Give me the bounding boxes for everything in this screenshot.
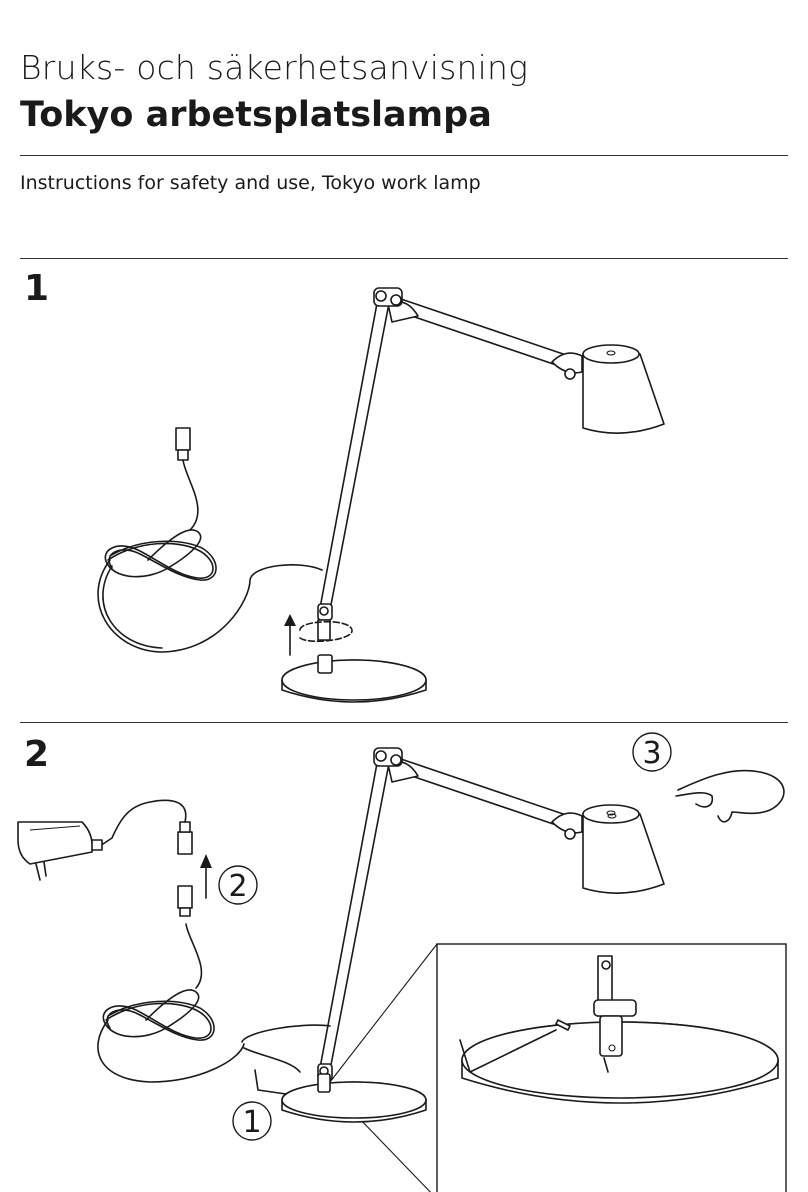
step-2-divider	[20, 722, 788, 723]
rotate-arrow-icon	[299, 620, 353, 643]
callout-2: 2	[218, 865, 258, 905]
callout-3: 3	[632, 732, 672, 772]
step-1-illustration	[97, 287, 665, 703]
cord-plug-icon	[175, 427, 191, 451]
allen-key	[459, 1029, 557, 1073]
step-2-illustration	[17, 747, 787, 1192]
callout-1: 1	[232, 1101, 272, 1141]
power-adapter-icon	[17, 821, 94, 865]
hand-icon	[675, 769, 785, 823]
page-title-bold: Tokyo arbetsplatslampa	[20, 95, 492, 135]
callout-2-label: 2	[228, 869, 247, 904]
callout-1-label: 1	[242, 1105, 261, 1140]
page-subtitle: Instructions for safety and use, Tokyo w…	[20, 172, 481, 194]
step-1-number: 1	[24, 268, 50, 309]
header-divider	[20, 155, 788, 156]
step-1-divider	[20, 258, 788, 259]
step-2-number: 2	[24, 734, 50, 775]
up-arrow-icon-2	[200, 854, 212, 868]
callout-3-label: 3	[642, 736, 661, 771]
page-title-light: Bruks- och säkerhetsanvisning	[20, 48, 529, 87]
